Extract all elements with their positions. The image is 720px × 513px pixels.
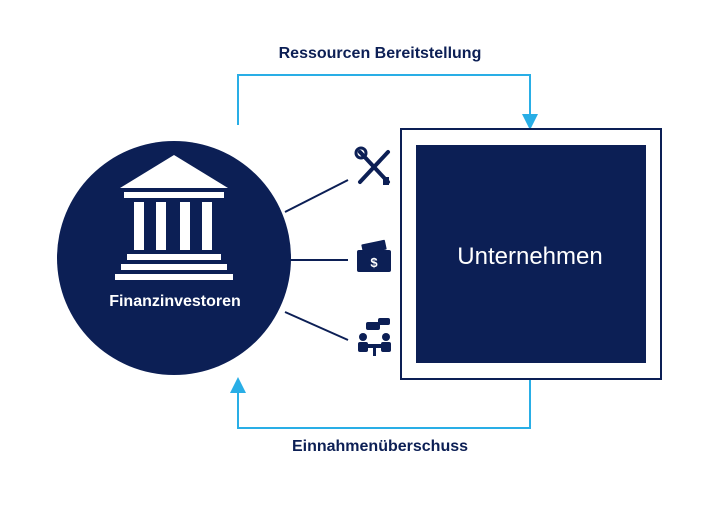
top-arrow xyxy=(237,74,538,130)
tools-icon xyxy=(354,146,390,185)
company-box xyxy=(416,145,646,363)
meeting-icon xyxy=(358,318,391,356)
connector-line-meeting xyxy=(284,311,349,341)
svg-text:$: $ xyxy=(370,255,378,270)
connector-line-tools xyxy=(284,179,349,213)
top-arrow-label: Ressourcen Bereitstellung xyxy=(278,45,482,62)
bank-icon xyxy=(115,155,233,280)
bottom-arrow-label: Einnahmenüberschuss xyxy=(291,438,469,455)
investor-label: Finanzinvestoren xyxy=(109,293,241,310)
company-label: Unternehmen xyxy=(457,243,603,270)
money-wallet-icon: $ xyxy=(357,239,391,272)
bottom-arrow xyxy=(230,377,531,429)
